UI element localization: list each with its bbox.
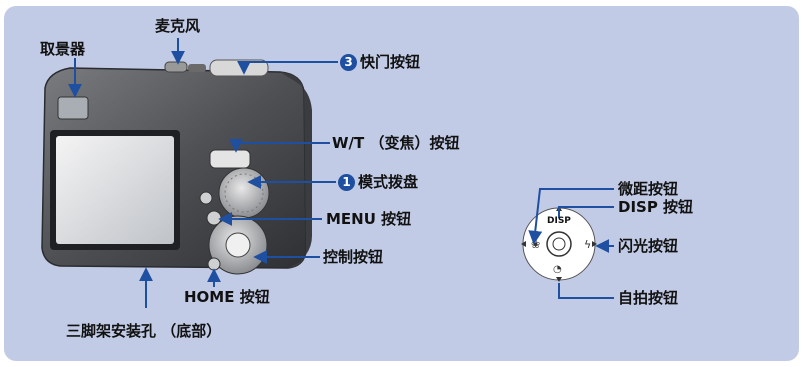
disp-button-label: DISP 按钮 bbox=[618, 198, 694, 216]
lcd-screen bbox=[50, 130, 180, 250]
microphone-label: 麦克风 bbox=[155, 17, 201, 35]
leader-lines bbox=[68, 38, 614, 308]
home-button-graphic bbox=[207, 257, 221, 271]
self-timer-button-label: 自拍按钮 bbox=[618, 289, 679, 307]
home-button-label: HOME 按钮 bbox=[184, 288, 270, 306]
step-1-badge: 1 bbox=[338, 174, 355, 191]
svg-text:❀: ❀ bbox=[531, 238, 540, 251]
svg-text:ϟ: ϟ bbox=[584, 238, 591, 251]
zoom-button-label: W/T （变焦）按钮 bbox=[332, 134, 460, 152]
tripod-socket-label: 三脚架安装孔 （底部） bbox=[66, 322, 222, 340]
viewfinder-label: 取景器 bbox=[40, 40, 86, 58]
camera-small-button bbox=[199, 191, 213, 205]
mode-dial-graphic bbox=[218, 167, 270, 219]
control-button-graphic bbox=[208, 215, 268, 275]
disp-mark: DISP bbox=[547, 216, 571, 226]
control-button-label: 控制按钮 bbox=[323, 248, 384, 266]
viewfinder-window bbox=[57, 96, 89, 120]
zoom-button bbox=[209, 149, 251, 169]
macro-button-label: 微距按钮 bbox=[618, 180, 679, 198]
step-3-badge: 3 bbox=[340, 54, 357, 71]
control-pad-diagram: ❀ ϟ ◔ bbox=[521, 206, 597, 282]
menu-button-label: MENU 按钮 bbox=[326, 210, 412, 228]
flash-button-label: 闪光按钮 bbox=[618, 237, 679, 255]
svg-text:◔: ◔ bbox=[553, 264, 562, 275]
